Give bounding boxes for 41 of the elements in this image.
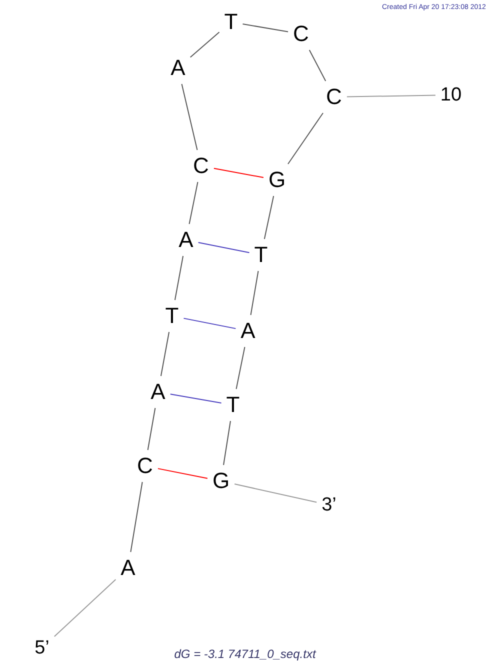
connector-line <box>198 242 250 254</box>
nucleotide-label: T <box>221 389 245 421</box>
backbone-line <box>130 482 143 552</box>
connector-line <box>346 94 436 98</box>
backbone-line <box>236 346 246 390</box>
nucleotide-label: G <box>263 164 291 196</box>
backbone-line <box>160 332 170 376</box>
nucleotide-label: C <box>132 450 158 482</box>
connector-line <box>170 394 222 404</box>
nucleotide-label: A <box>146 376 170 408</box>
nucleotide-label: A <box>236 315 260 347</box>
backbone-line <box>264 196 274 240</box>
connector-line <box>234 484 318 503</box>
backbone-line <box>190 32 220 58</box>
nucleotide-label: C <box>188 150 214 182</box>
end-label: 3’ <box>316 490 342 520</box>
backbone-line <box>250 270 259 316</box>
nucleotide-label: C <box>288 18 314 50</box>
position-number: 10 <box>435 80 467 110</box>
backbone-line <box>147 408 156 450</box>
backbone-line <box>242 24 289 32</box>
nucleotide-label: T <box>219 6 243 38</box>
connector-line <box>183 318 236 330</box>
nucleotide-label: A <box>166 52 190 84</box>
connector-line <box>157 468 208 479</box>
nucleotide-label: G <box>207 465 235 497</box>
backbone-line <box>223 420 231 466</box>
backbone-line <box>308 50 326 82</box>
backbone-line <box>181 84 198 150</box>
connector-line <box>54 578 116 637</box>
nucleotide-label: T <box>160 300 184 332</box>
nucleotide-label: C <box>321 81 347 113</box>
nucleotide-label: A <box>116 552 140 584</box>
nucleotide-label: T <box>249 239 273 271</box>
end-label: 5’ <box>30 634 54 662</box>
backbone-line <box>174 256 184 300</box>
caption: dG = -3.1 74711_0_seq.txt <box>174 647 316 661</box>
nucleotide-label: A <box>174 224 198 256</box>
connector-line <box>213 168 264 178</box>
backbone-line <box>288 112 324 164</box>
backbone-line <box>188 182 198 224</box>
